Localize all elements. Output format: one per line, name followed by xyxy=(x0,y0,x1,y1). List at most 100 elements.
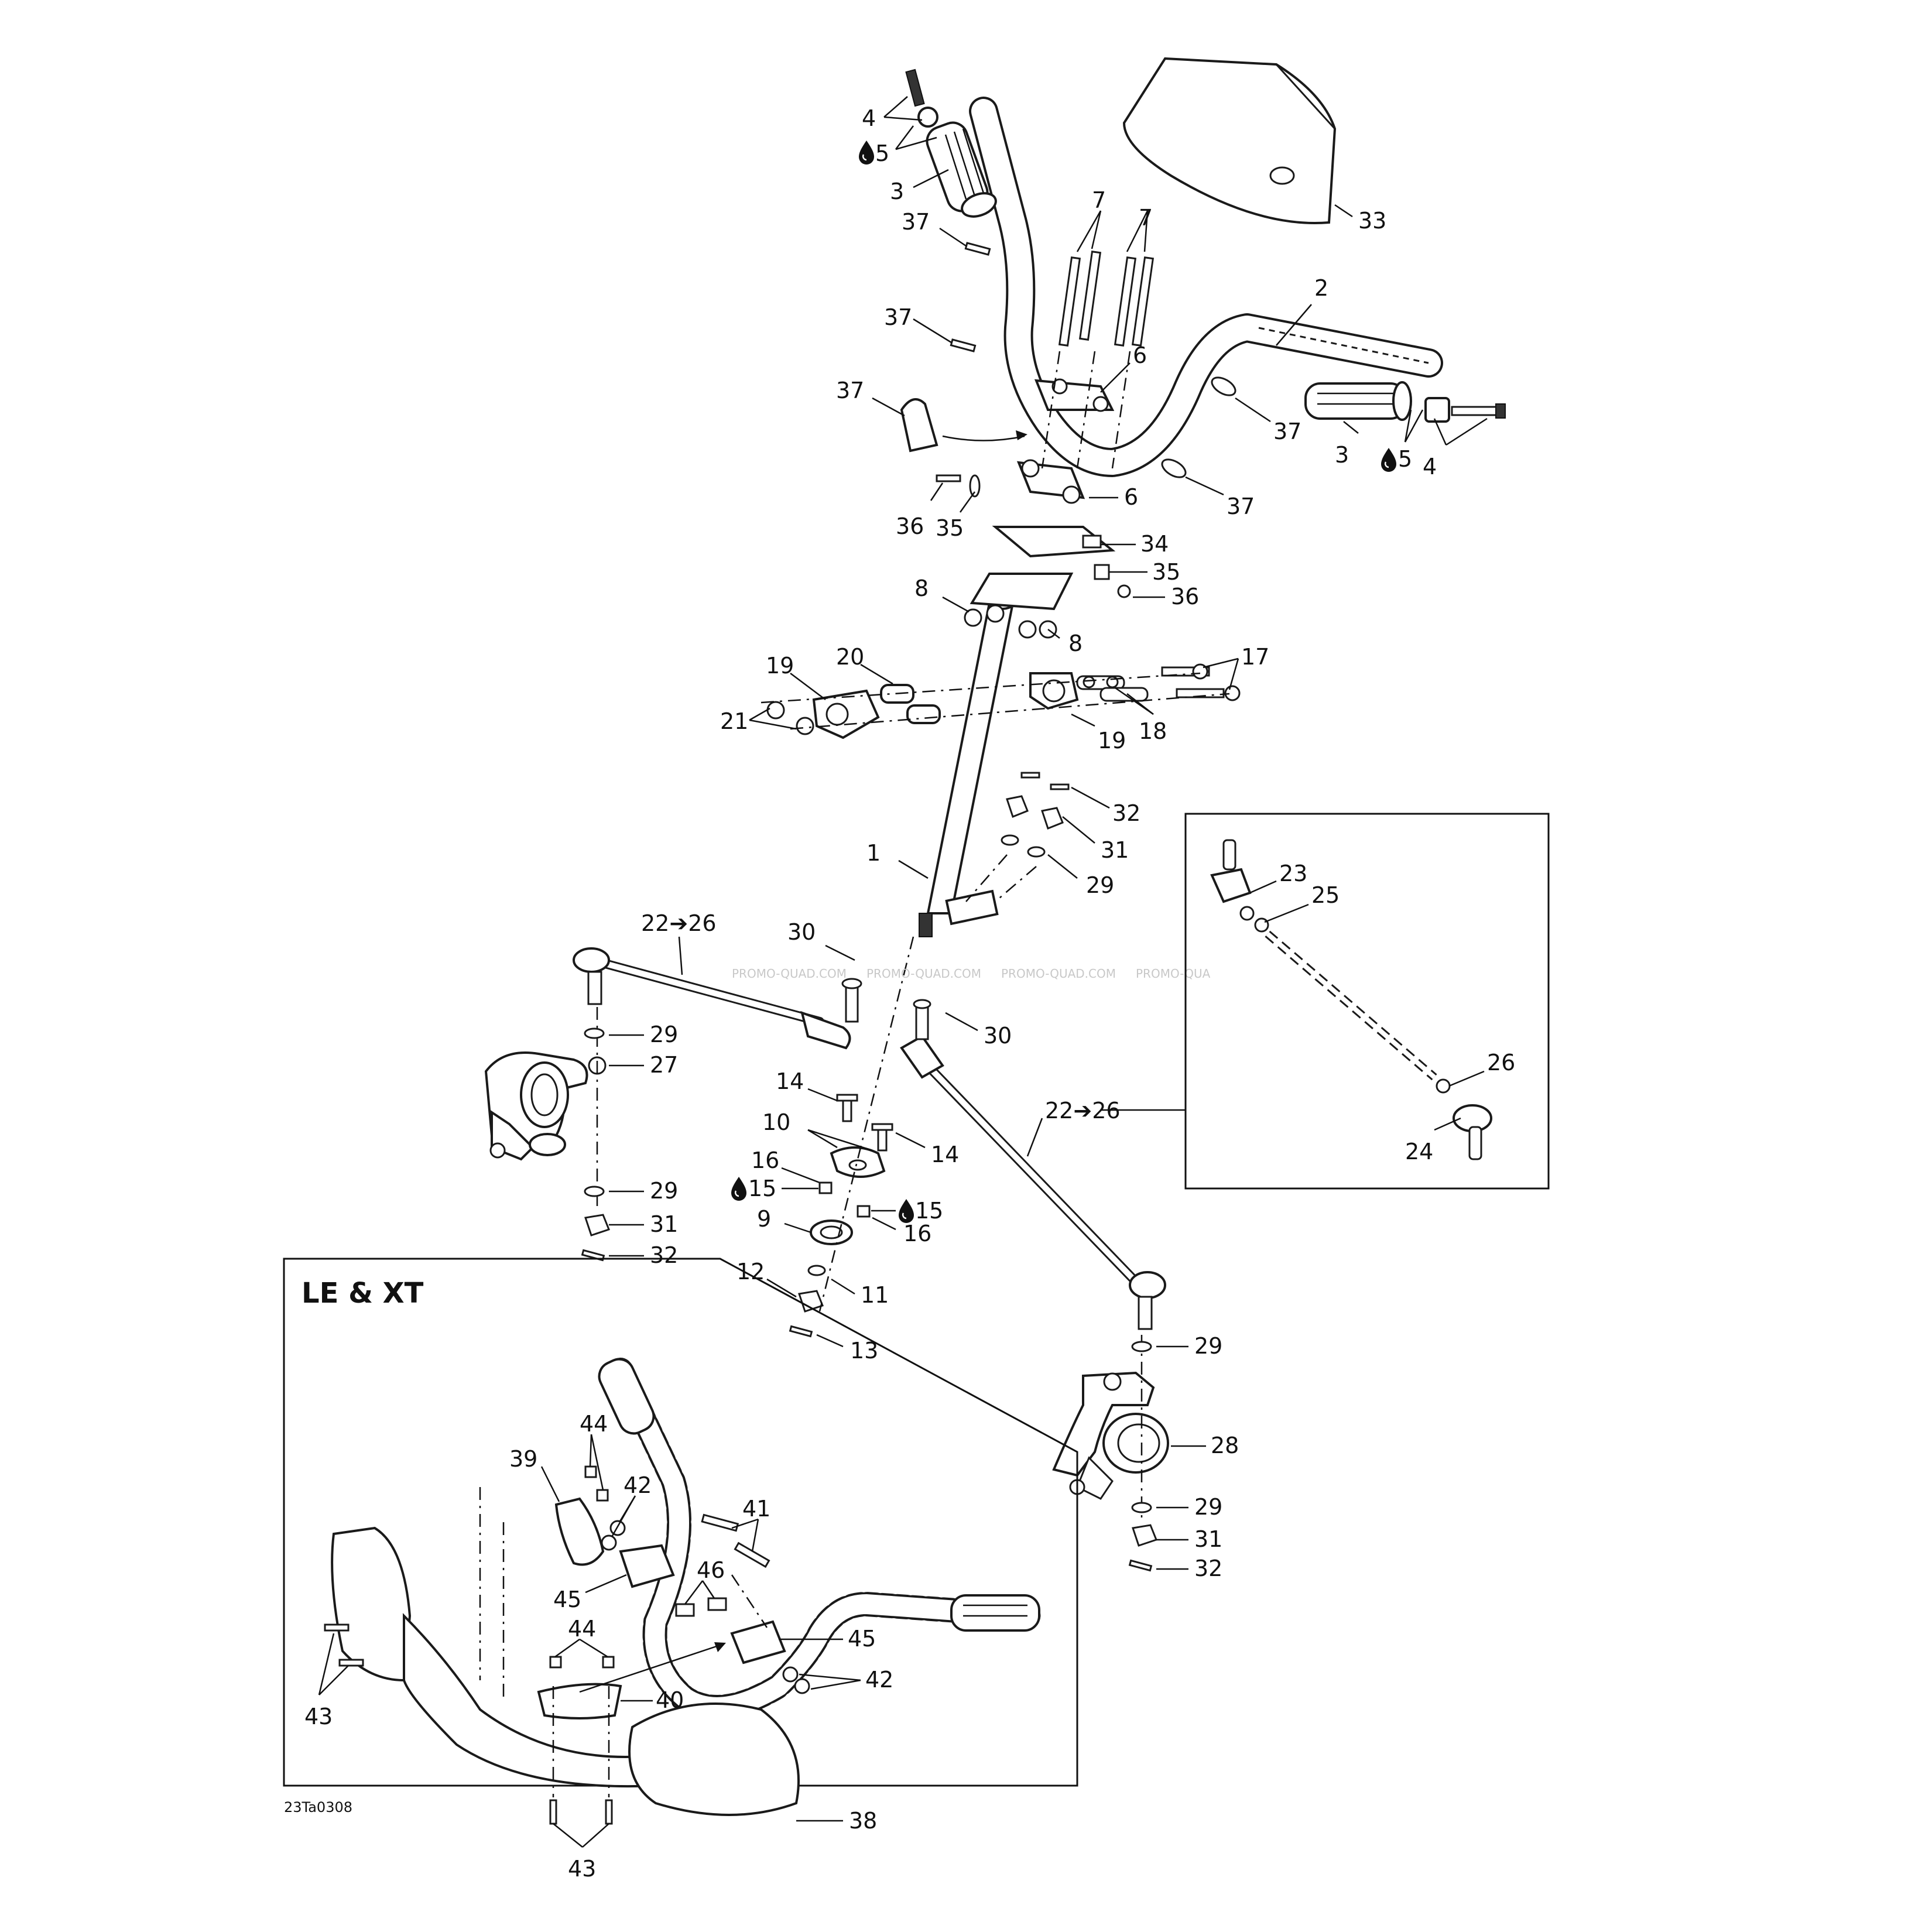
callout-15: 15 xyxy=(748,1176,776,1201)
oil-drop-icon xyxy=(1380,447,1397,473)
callout-45: 45 xyxy=(848,1626,876,1652)
callout-26: 26 xyxy=(1487,1050,1515,1075)
callout-36: 36 xyxy=(1171,584,1199,609)
watermark-text: PROMO-QUAD.COM xyxy=(732,967,847,981)
left-tie-rod xyxy=(573,947,862,1050)
callout-44: 44 xyxy=(568,1616,596,1642)
callout-37: 37 xyxy=(1227,494,1255,519)
callout-30: 30 xyxy=(984,1023,1012,1049)
callout-34: 34 xyxy=(1140,531,1169,557)
bearing-assembly xyxy=(761,663,1241,739)
callout-19: 19 xyxy=(766,653,794,679)
callouts: 1 2 3 3 4 5 4 5 6 6 7 xyxy=(304,96,1515,1882)
oil-drop-icon xyxy=(898,1198,915,1224)
callout-43: 43 xyxy=(568,1856,596,1882)
callout-35: 35 xyxy=(1152,559,1180,585)
callout-28: 28 xyxy=(1211,1433,1239,1458)
callout-9: 9 xyxy=(757,1206,771,1232)
callout-24: 24 xyxy=(1405,1139,1433,1164)
callout-14: 14 xyxy=(776,1068,804,1094)
callout-5: 5 xyxy=(1398,446,1412,472)
callout-21: 21 xyxy=(720,708,748,734)
callout-16: 16 xyxy=(903,1221,931,1246)
handlebar-cover xyxy=(1122,57,1337,224)
callout-8: 8 xyxy=(914,576,929,601)
callout-38: 38 xyxy=(849,1808,877,1834)
watermark-text: PROMO-QUA xyxy=(1136,967,1211,981)
callout-31: 31 xyxy=(1101,837,1129,863)
callout-4: 4 xyxy=(1423,454,1437,479)
callout-3: 3 xyxy=(890,179,904,204)
callout-4: 4 xyxy=(862,105,876,131)
callout-41: 41 xyxy=(742,1496,770,1522)
le-xt-accessory-box: LE & XT xyxy=(283,1258,1078,1825)
callout-32: 32 xyxy=(1112,800,1140,826)
callout-45: 45 xyxy=(553,1587,581,1612)
callout-37: 37 xyxy=(884,304,912,330)
callout-37: 37 xyxy=(836,378,864,403)
callout-39: 39 xyxy=(509,1446,537,1472)
callout-1: 1 xyxy=(866,840,881,866)
upper-clamp xyxy=(1034,378,1115,412)
callout-42: 42 xyxy=(624,1472,652,1498)
column-lower-hardware xyxy=(965,772,1070,902)
callout-7: 7 xyxy=(1092,187,1106,213)
callout-8: 8 xyxy=(1068,631,1083,656)
oil-drop-icon xyxy=(858,139,875,166)
callout-25: 25 xyxy=(1311,882,1340,908)
lower-bearing-assembly xyxy=(789,936,914,1338)
callout-13: 13 xyxy=(850,1338,878,1364)
callout-32: 32 xyxy=(1194,1556,1222,1581)
callout-32: 32 xyxy=(650,1242,678,1268)
callout-2: 2 xyxy=(1314,275,1328,301)
clamp-bolts xyxy=(1041,251,1155,469)
callout-42: 42 xyxy=(865,1667,893,1693)
callout-37: 37 xyxy=(902,209,930,235)
callout-27: 27 xyxy=(650,1052,678,1078)
left-knuckle-hardware xyxy=(581,1027,610,1262)
box-title: LE & XT xyxy=(302,1277,424,1310)
figure-code: 23Ta0308 xyxy=(284,1799,352,1815)
callout-5: 5 xyxy=(875,141,889,166)
callout-18: 18 xyxy=(1139,718,1167,744)
callout-33: 33 xyxy=(1358,208,1386,234)
callout-43: 43 xyxy=(304,1704,333,1729)
left-grip xyxy=(905,68,997,218)
steering-column xyxy=(919,596,1015,937)
callout-29: 29 xyxy=(650,1022,678,1047)
callout-22-26: 22➔26 xyxy=(1045,1098,1121,1123)
tie-rod-detail-box xyxy=(1101,813,1550,1190)
callout-12: 12 xyxy=(737,1259,765,1284)
callout-37: 37 xyxy=(1273,419,1301,444)
callout-29: 29 xyxy=(1194,1494,1222,1520)
callout-31: 31 xyxy=(1194,1526,1222,1552)
callout-16: 16 xyxy=(751,1147,779,1173)
callout-29: 29 xyxy=(650,1178,678,1204)
callout-3: 3 xyxy=(1335,442,1349,468)
callout-46: 46 xyxy=(697,1557,725,1583)
right-grip xyxy=(1304,381,1506,423)
callout-31: 31 xyxy=(650,1211,678,1237)
right-tie-rod xyxy=(900,999,1166,1330)
handlebar xyxy=(969,97,1443,477)
left-steering-knuckle xyxy=(484,1007,607,1206)
callout-11: 11 xyxy=(861,1282,889,1308)
callout-29: 29 xyxy=(1194,1333,1222,1359)
callout-17: 17 xyxy=(1241,644,1269,670)
callout-40: 40 xyxy=(656,1687,684,1713)
callout-7: 7 xyxy=(1139,205,1153,231)
column-plates xyxy=(970,526,1116,611)
callout-10: 10 xyxy=(762,1109,790,1135)
watermark-text: PROMO-QUAD.COM xyxy=(866,967,981,981)
right-steering-knuckle xyxy=(1052,1335,1169,1522)
watermark-text: PROMO-QUAD.COM xyxy=(1001,967,1116,981)
callout-36: 36 xyxy=(896,513,924,539)
callout-29: 29 xyxy=(1086,872,1114,898)
callout-19: 19 xyxy=(1098,728,1126,753)
small-hardware xyxy=(900,242,1236,598)
lower-clamp xyxy=(1016,459,1085,504)
callout-44: 44 xyxy=(580,1411,608,1437)
callout-22-26: 22➔26 xyxy=(641,910,717,936)
callout-6: 6 xyxy=(1124,484,1138,510)
